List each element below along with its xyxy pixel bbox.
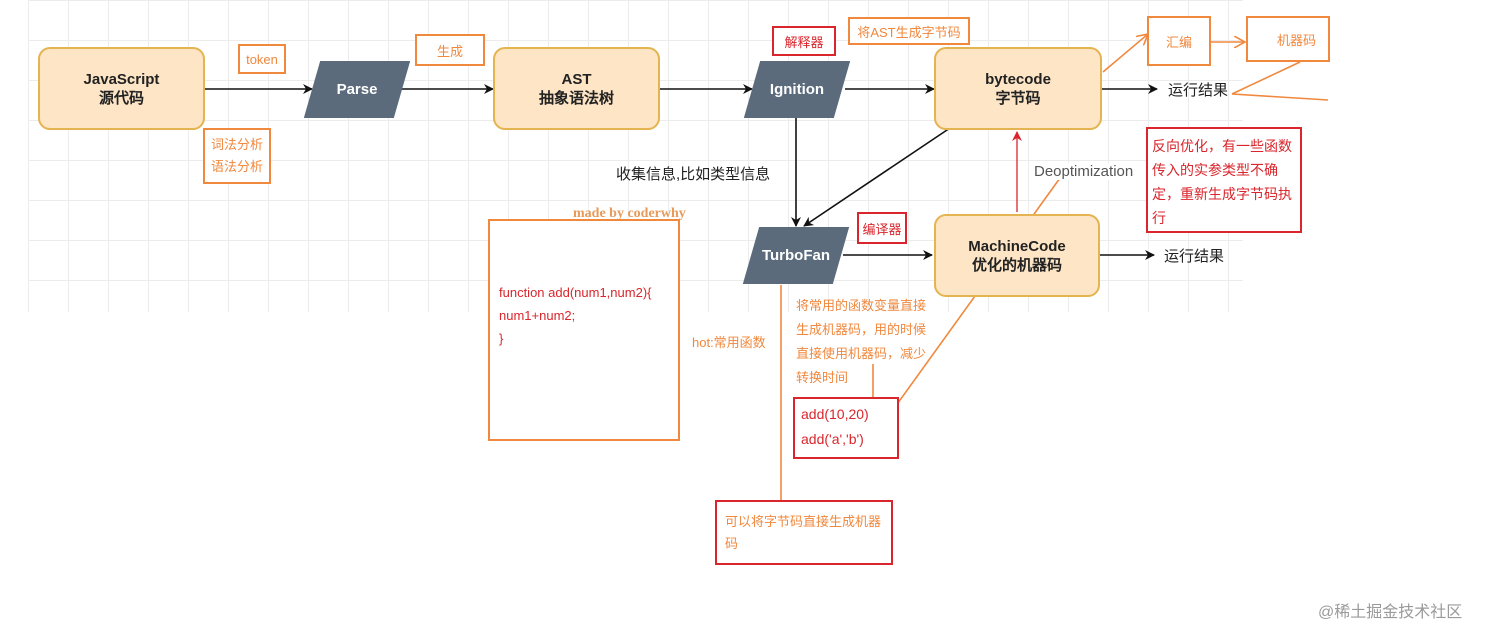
parse-label: Parse xyxy=(336,81,378,98)
deoptimization-label: Deoptimization xyxy=(1032,163,1136,180)
call-line: add('a','b') xyxy=(801,431,864,447)
machinecode-node-title: MachineCode xyxy=(968,237,1066,255)
token-label: token xyxy=(238,44,286,74)
bytecode-node: bytecode 字节码 xyxy=(934,47,1102,130)
generate-label: 生成 xyxy=(415,34,485,66)
orange-line-1 xyxy=(1231,61,1301,95)
hot-label: hot:常用函数 xyxy=(692,335,766,350)
call-line: add(10,20) xyxy=(801,406,869,422)
turbofan-note-line: 生成机器码，用的时候 xyxy=(796,322,927,337)
parse-node: Parse xyxy=(312,61,402,118)
code-line: num1+num2; xyxy=(499,308,576,323)
deopt-note-box: 反向优化，有一些函数 传入的实参类型不确 定，重新生成字节码执 行 xyxy=(1146,127,1302,233)
code-line: function add(num1,num2){ xyxy=(499,285,652,300)
code-line: } xyxy=(499,331,504,346)
machinecode-node: MachineCode 优化的机器码 xyxy=(934,214,1100,297)
javascript-node: JavaScript 源代码 xyxy=(38,47,205,130)
syntax-analysis-label: 语法分析 xyxy=(210,159,263,174)
ast-to-bytecode-label: 将AST生成字节码 xyxy=(848,17,970,45)
javascript-node-subtitle: 源代码 xyxy=(98,89,144,107)
orange-line-2 xyxy=(1231,93,1329,101)
deopt-note-line: 反向优化，有一些函数 xyxy=(1152,138,1292,154)
ast-node: AST 抽象语法树 xyxy=(493,47,660,130)
interpreter-label: 解释器 xyxy=(772,26,836,56)
run-result-top: 运行结果 xyxy=(1168,82,1229,99)
assembly-label: 汇编 xyxy=(1147,16,1211,66)
made-by-label: made by coderwhy xyxy=(573,206,686,221)
watermark: @稀土掘金技术社区 xyxy=(1318,604,1463,621)
bottom-note-line: 可以将字节码直接生成机器 xyxy=(725,514,882,529)
bottom-note-line: 码 xyxy=(725,536,739,551)
machinecode-node-subtitle: 优化的机器码 xyxy=(971,256,1062,274)
calls-box: add(10,20) add('a','b') xyxy=(793,397,899,459)
lexical-syntax-box: 词法分析 语法分析 xyxy=(203,128,271,184)
turbofan-note-line: 转换时间 xyxy=(796,370,849,385)
javascript-node-title: JavaScript xyxy=(83,70,160,88)
turbofan-note-line: 直接使用机器码，减少 xyxy=(796,346,927,361)
bytecode-node-subtitle: 字节码 xyxy=(995,89,1041,107)
bottom-note-box: 可以将字节码直接生成机器 码 xyxy=(715,500,893,565)
code-box: function add(num1,num2){ num1+num2; } xyxy=(488,219,680,441)
run-result-bottom: 运行结果 xyxy=(1164,248,1225,265)
machine-code-label: 机器码 xyxy=(1246,16,1330,62)
ast-node-title: AST xyxy=(561,70,592,88)
turbofan-label: TurboFan xyxy=(761,247,831,264)
turbofan-node: TurboFan xyxy=(751,227,841,284)
deopt-note-line: 行 xyxy=(1152,210,1166,226)
arrow-bytecode-to-turbofan xyxy=(803,127,951,227)
bytecode-node-title: bytecode xyxy=(985,70,1051,88)
orange-arrow-to-assembly xyxy=(1102,34,1148,73)
collect-info-label: 收集信息,比如类型信息 xyxy=(616,166,771,183)
deopt-note-line: 传入的实参类型不确 xyxy=(1152,162,1278,178)
ignition-label: Ignition xyxy=(769,81,825,98)
lexical-analysis-label: 词法分析 xyxy=(210,137,263,152)
turbofan-note: 将常用的函数变量直接 生成机器码，用的时候 直接使用机器码，减少 转换时间 xyxy=(796,294,926,390)
turbofan-note-line: 将常用的函数变量直接 xyxy=(796,298,927,313)
deopt-note-line: 定，重新生成字节码执 xyxy=(1152,186,1292,202)
compiler-label: 编译器 xyxy=(857,212,907,244)
ignition-node: Ignition xyxy=(752,61,842,118)
ast-node-subtitle: 抽象语法树 xyxy=(538,89,614,107)
